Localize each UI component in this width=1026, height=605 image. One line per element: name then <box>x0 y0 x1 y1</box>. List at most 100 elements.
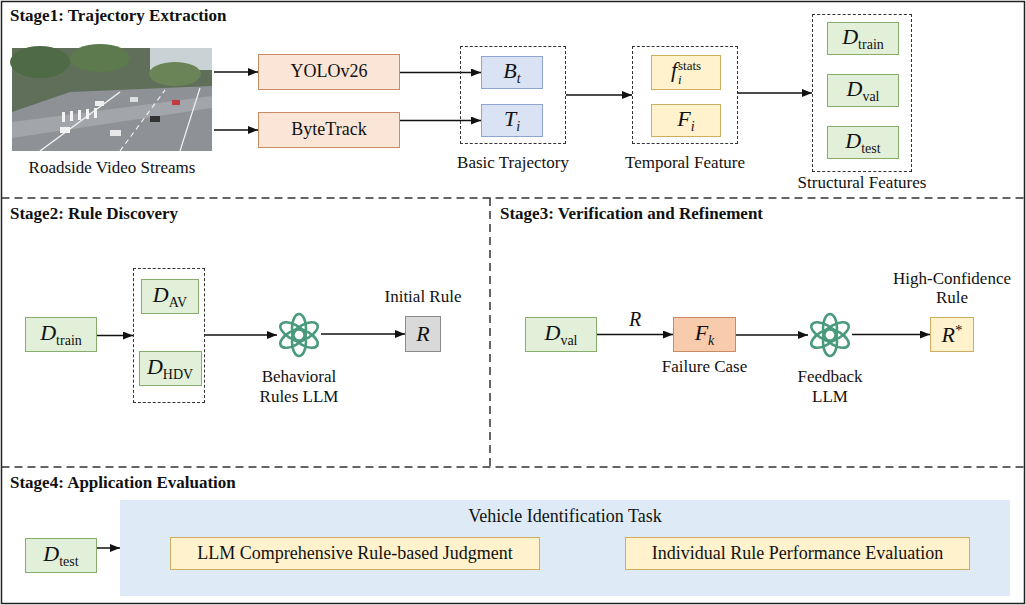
box-label: Individual Rule Performance Evaluation <box>652 543 943 563</box>
group-box: Structural FeaturesDtrainDvalDtest <box>812 14 912 172</box>
data-box: Ti <box>481 104 543 137</box>
feature-box: fstatsi <box>651 55 721 90</box>
box-content: DHDV <box>147 355 193 382</box>
box-label: YOLOv26 <box>291 61 368 81</box>
box-content: Dtrain <box>842 25 884 52</box>
road-photo <box>70 111 73 121</box>
method-box: LLM Comprehensive Rule-based Judgment <box>170 537 540 570</box>
failure-box: FkFailure Case <box>673 317 736 352</box>
box-content: Fk <box>695 321 715 348</box>
box-content: ByteTrack <box>291 120 366 140</box>
box-content: Dtest <box>845 129 880 156</box>
subscript: train <box>858 37 884 52</box>
dataset-box: Dtest <box>25 538 97 573</box>
road-photo <box>110 130 121 136</box>
subscript: k <box>708 333 714 348</box>
dataset-box: Dtest <box>827 126 899 159</box>
rule-box: High-Confidence RuleR* <box>930 317 974 352</box>
box-label: ByteTrack <box>291 119 366 139</box>
road-photo <box>86 109 89 119</box>
method-box: Individual Rule Performance Evaluation <box>625 537 970 570</box>
panel-title: Vehicle Identification Task <box>120 506 1010 527</box>
road-photo <box>94 108 97 118</box>
box-content: Dtest <box>43 542 78 569</box>
box-label: LLM Comprehensive Rule-based Judgment <box>197 543 512 563</box>
caption: Roadside Video Streams <box>29 158 196 178</box>
box-content: fstatsi <box>671 58 701 87</box>
task-panel: Vehicle Identification TaskLLM Comprehen… <box>120 500 1010 596</box>
feature-box: Fi <box>651 104 721 137</box>
stage-band: Stage1: Trajectory ExtractionRoadside Vi… <box>0 0 1026 198</box>
dataset-box: Dtrain <box>25 317 97 352</box>
road-photo <box>120 90 165 151</box>
box-content: Fi <box>677 107 694 134</box>
road-photo <box>150 116 160 122</box>
road-photo <box>40 92 120 151</box>
box-content: Ti <box>504 107 520 134</box>
subscript: train <box>56 333 82 348</box>
group-box: Basic TrajectoryBtTi <box>460 46 566 144</box>
arrow-connector <box>214 71 258 73</box>
box-content: Bt <box>503 59 520 86</box>
subscript: val <box>560 333 577 348</box>
symbol: f <box>671 57 677 82</box>
subscript: i <box>691 119 695 134</box>
llm-node: Behavioral Rules LLM <box>277 313 321 357</box>
stage-band: Stage2: Rule DiscoveryDtrainDAVDHDVBehav… <box>0 198 490 467</box>
llm-icon <box>808 314 851 356</box>
dataset-box: DHDV <box>139 351 202 386</box>
caption: Basic Trajectory <box>457 153 569 173</box>
llm-icon <box>277 314 320 356</box>
arrow-connector <box>97 335 133 337</box>
stage-title: Stage3: Verification and Refinement <box>500 204 763 224</box>
llm-icon <box>808 318 839 344</box>
road-photo <box>10 46 70 78</box>
symbol: D <box>40 320 56 345</box>
arrow-connector <box>566 94 632 96</box>
symbol: F <box>677 106 690 131</box>
superscript: stats <box>678 59 701 73</box>
dataset-box: Dval <box>525 317 597 352</box>
subscript: t <box>517 71 521 86</box>
road-photo <box>60 127 70 133</box>
box-content: R* <box>942 322 963 347</box>
symbol: T <box>504 106 516 131</box>
road-photo <box>149 62 201 86</box>
road-photo <box>12 86 212 151</box>
symbol: D <box>845 128 861 153</box>
road-photo <box>95 101 104 106</box>
subscript: test <box>59 554 78 569</box>
dataset-box: Dtrain <box>827 22 899 55</box>
dataset-box: Dval <box>827 74 899 107</box>
caption: Behavioral Rules LLM <box>244 367 354 406</box>
data-box: Bt <box>481 56 543 89</box>
dataset-box: DAV <box>141 279 199 314</box>
process-box: YOLOv26 <box>258 54 400 90</box>
subscript: test <box>861 141 880 156</box>
symbol: D <box>43 541 59 566</box>
road-photo <box>78 110 81 120</box>
video-source: Roadside Video Streams <box>10 46 214 154</box>
arrow-connector <box>400 120 481 122</box>
stage-title: Stage4: Application Evaluation <box>10 473 236 493</box>
stage-divider <box>2 197 1025 199</box>
symbol: D <box>847 76 863 101</box>
stage-band: Stage3: Verification and RefinementDval F… <box>490 198 1026 467</box>
caption: Structural Features <box>798 173 927 193</box>
process-box: ByteTrack <box>258 112 400 148</box>
stage-divider <box>2 198 1025 467</box>
road-photo <box>70 44 130 72</box>
arrow-connector <box>736 334 808 336</box>
symbol: D <box>545 320 561 345</box>
symbol: B <box>503 58 516 83</box>
rule-box: Initial RuleR <box>405 316 441 352</box>
road-photo <box>62 112 65 122</box>
group-box: DAV DHDV <box>133 268 205 403</box>
arrow-connector <box>400 72 481 74</box>
box-content: LLM Comprehensive Rule-based Judgment <box>197 544 512 564</box>
llm-icon <box>277 318 308 344</box>
box-content: DAV <box>153 283 187 310</box>
box-content: Individual Rule Performance Evaluation <box>652 544 943 564</box>
